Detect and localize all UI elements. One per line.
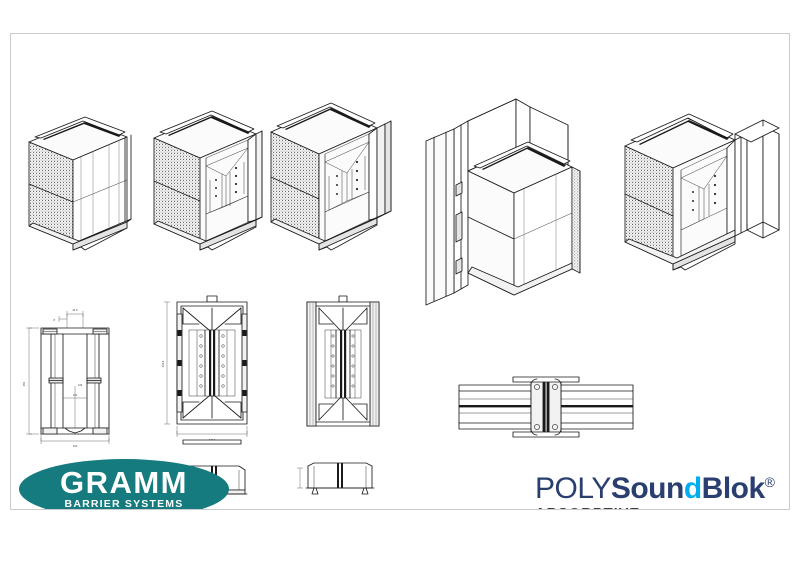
polysoundblok-subtitle: ABSORPTIVE bbox=[535, 506, 775, 509]
figure-iso-post-absorptive bbox=[611, 92, 789, 302]
drawing-sheet: 450 164 24.5 8 bbox=[10, 33, 790, 510]
gramm-logo: GRAMM BARRIER SYSTEMS bbox=[19, 459, 229, 510]
registered-mark-icon: ® bbox=[764, 474, 775, 490]
figure-iso-post-assembly bbox=[406, 89, 591, 306]
gramm-logo-wordmark: GRAMM bbox=[59, 465, 189, 500]
figure-elev-outline: 450 164 24.5 8 bbox=[19, 286, 129, 448]
wordmark-d-accent: d bbox=[683, 472, 702, 505]
figure-iso-panel-frame bbox=[144, 96, 294, 271]
svg-text:164: 164 bbox=[78, 383, 83, 387]
figure-elev-section-a: 414.8 165.2 bbox=[159, 284, 265, 454]
figure-plan-section-post bbox=[451, 369, 641, 447]
svg-text:100: 100 bbox=[73, 393, 78, 397]
svg-text:8: 8 bbox=[54, 318, 56, 322]
svg-text:24.5: 24.5 bbox=[72, 308, 78, 312]
svg-text:164: 164 bbox=[73, 444, 78, 448]
wordmark-blok: Blok bbox=[701, 472, 766, 505]
wordmark-soun: Soun bbox=[610, 472, 685, 505]
gramm-logo-tagline: BARRIER SYSTEMS bbox=[64, 498, 184, 510]
figure-iso-panel-frame-2 bbox=[261, 86, 416, 271]
svg-text:414.8: 414.8 bbox=[161, 360, 165, 367]
figure-detail-base-b bbox=[294, 462, 388, 500]
polysoundblok-wordmark: POLYSoundBlok® bbox=[535, 472, 775, 505]
figure-iso-panel-plain bbox=[21, 104, 161, 264]
gramm-logo-ellipse bbox=[19, 459, 229, 509]
polysoundblok-logo: POLYSoundBlok® ABSORPTIVE bbox=[535, 472, 775, 509]
figure-elev-section-b bbox=[291, 286, 395, 456]
wordmark-poly: POLY bbox=[535, 472, 611, 505]
svg-text:450: 450 bbox=[22, 381, 26, 386]
